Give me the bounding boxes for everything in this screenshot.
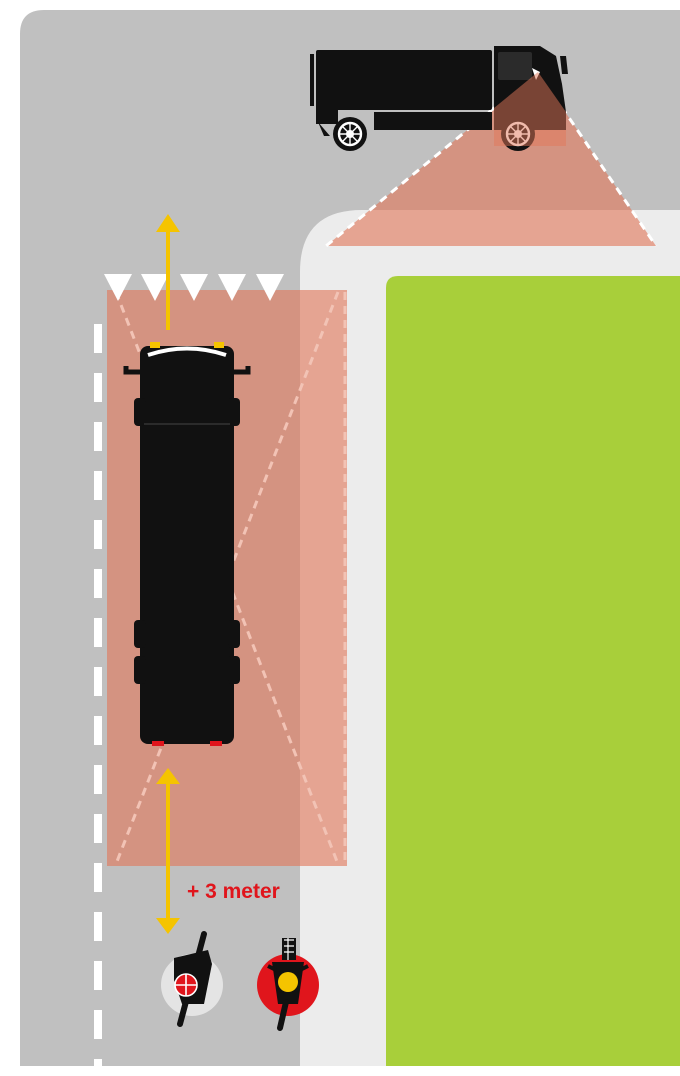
truck-cab-zone-tint — [494, 72, 566, 146]
front-zone-markers — [104, 274, 284, 301]
motorcyclist-icon — [257, 938, 319, 1031]
distance-arrow — [156, 768, 180, 934]
distance-label: + 3 meter — [187, 880, 280, 903]
forward-arrow — [156, 214, 180, 330]
truck-blind-zone — [326, 72, 656, 246]
grass-area — [386, 276, 680, 1066]
cyclist-icon — [161, 931, 223, 1027]
bus-icon — [123, 342, 251, 746]
